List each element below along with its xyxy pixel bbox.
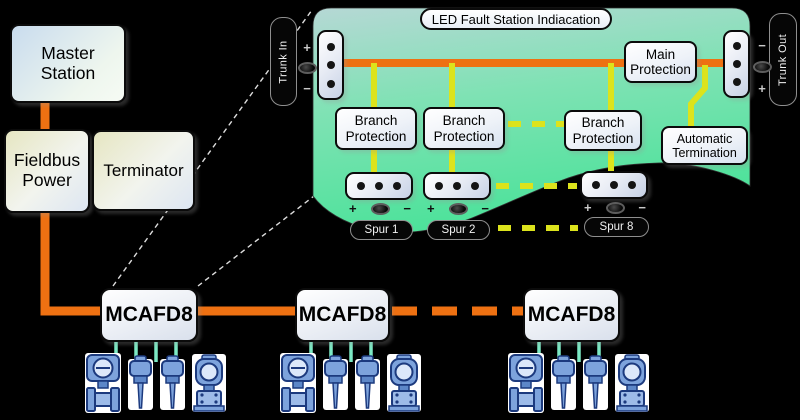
coupler-box-1: MCAFD8 bbox=[100, 288, 198, 342]
terminator-box: Terminator bbox=[92, 130, 195, 211]
automatic-termination-label: Automatic Termination bbox=[672, 131, 737, 160]
trunk-in-polarity: + − bbox=[297, 40, 317, 96]
panel-title: LED Fault Station Indiacation bbox=[431, 11, 601, 27]
field-device-flowmeter-icon bbox=[279, 352, 317, 414]
coupler-label: MCAFD8 bbox=[105, 303, 193, 327]
field-device-flowmeter-icon bbox=[507, 352, 545, 414]
coupler-box-2: MCAFD8 bbox=[295, 288, 390, 342]
plus-symbol: + bbox=[758, 81, 766, 96]
terminal-dot-icon bbox=[326, 79, 335, 88]
coupler-box-3: MCAFD8 bbox=[523, 288, 620, 342]
terminal-dot-icon bbox=[326, 42, 335, 51]
branch-protection-box-1: Branch Protection bbox=[335, 107, 417, 150]
panel-title-pill: LED Fault Station Indiacation bbox=[420, 8, 612, 30]
coupler-label: MCAFD8 bbox=[298, 303, 387, 327]
master-station-box: Master Station bbox=[10, 24, 126, 103]
trunk-out-label: Trunk Out bbox=[777, 33, 790, 86]
field-device-probe-icon bbox=[550, 352, 577, 414]
field-device-probe-icon bbox=[582, 352, 609, 414]
trunk-out-connector bbox=[723, 30, 750, 98]
spur-connector-2 bbox=[423, 172, 491, 200]
spur-2-polarity: + − bbox=[427, 201, 489, 216]
branch-protection-box-3: Branch Protection bbox=[564, 110, 642, 151]
field-device-probe-icon bbox=[322, 352, 349, 414]
field-device-probe-icon bbox=[354, 352, 381, 414]
terminal-dot-icon bbox=[732, 78, 741, 86]
field-device-group-3 bbox=[507, 352, 653, 414]
terminal-dot-icon bbox=[393, 182, 401, 190]
minus-symbol: − bbox=[481, 201, 489, 216]
spur-8-label: Spur 8 bbox=[599, 221, 634, 233]
terminal-dot-icon bbox=[471, 182, 479, 190]
plus-symbol: + bbox=[427, 201, 435, 216]
terminal-dot-icon bbox=[435, 182, 443, 190]
screw-terminal-icon bbox=[752, 61, 772, 73]
fieldbus-power-box: Fieldbus Power bbox=[4, 129, 90, 213]
field-device-group-1 bbox=[84, 352, 230, 414]
branch-protection-label: Branch Protection bbox=[433, 113, 495, 144]
spur-1-label: Spur 1 bbox=[364, 224, 399, 236]
automatic-termination-box: Automatic Termination bbox=[661, 126, 748, 165]
terminal-dot-icon bbox=[326, 61, 335, 69]
fieldbus-power-label: Fieldbus Power bbox=[13, 150, 81, 190]
screw-terminal-icon bbox=[605, 201, 625, 214]
plus-symbol: + bbox=[349, 201, 357, 216]
terminator-label: Terminator bbox=[103, 160, 184, 180]
coupler-label: MCAFD8 bbox=[527, 303, 616, 327]
spur-1-polarity: + − bbox=[349, 201, 411, 216]
spur-connector-8 bbox=[580, 171, 648, 199]
plus-symbol: + bbox=[303, 40, 311, 55]
field-device-flowmeter-icon bbox=[84, 352, 122, 414]
field-device-group-2 bbox=[279, 352, 425, 414]
terminal-dot-icon bbox=[732, 42, 741, 50]
spur-8-polarity: + − bbox=[584, 200, 646, 215]
branch-protection-label: Branch Protection bbox=[572, 115, 634, 146]
spur-connector-1 bbox=[345, 172, 413, 200]
terminal-dot-icon bbox=[610, 181, 618, 189]
main-protection-label: Main Protection bbox=[630, 46, 691, 77]
terminal-dot-icon bbox=[453, 182, 461, 190]
trunk-out-polarity: − + bbox=[752, 38, 772, 96]
screw-terminal-icon bbox=[370, 202, 390, 215]
branch-protection-label: Branch Protection bbox=[345, 113, 407, 144]
terminal-dot-icon bbox=[732, 60, 741, 68]
terminal-dot-icon bbox=[592, 181, 600, 189]
field-device-pressure-icon bbox=[191, 352, 227, 414]
field-device-pressure-icon bbox=[386, 352, 422, 414]
trunk-in-connector bbox=[317, 30, 344, 100]
field-device-probe-icon bbox=[127, 352, 154, 414]
spur-2-label: Spur 2 bbox=[441, 224, 476, 236]
plus-symbol: + bbox=[584, 200, 592, 215]
spur-1-tag: Spur 1 bbox=[350, 220, 413, 240]
trunk-out-tag: Trunk Out bbox=[769, 13, 797, 106]
minus-symbol: − bbox=[758, 38, 766, 53]
branch-protection-box-2: Branch Protection bbox=[423, 107, 505, 150]
spur-2-tag: Spur 2 bbox=[427, 220, 490, 240]
field-device-probe-icon bbox=[159, 352, 186, 414]
terminal-dot-icon bbox=[357, 182, 365, 190]
minus-symbol: − bbox=[403, 201, 411, 216]
main-protection-box: Main Protection bbox=[624, 41, 697, 83]
minus-symbol: − bbox=[303, 81, 311, 96]
trunk-in-tag: Trunk In bbox=[270, 17, 297, 106]
field-device-pressure-icon bbox=[614, 352, 650, 414]
terminal-dot-icon bbox=[375, 182, 383, 190]
spur-8-tag: Spur 8 bbox=[584, 217, 649, 237]
trunk-in-label: Trunk In bbox=[277, 39, 290, 84]
minus-symbol: − bbox=[638, 200, 646, 215]
terminal-dot-icon bbox=[628, 181, 636, 189]
screw-terminal-icon bbox=[448, 202, 468, 215]
screw-terminal-icon bbox=[297, 62, 317, 74]
master-station-label: Master Station bbox=[40, 42, 96, 83]
